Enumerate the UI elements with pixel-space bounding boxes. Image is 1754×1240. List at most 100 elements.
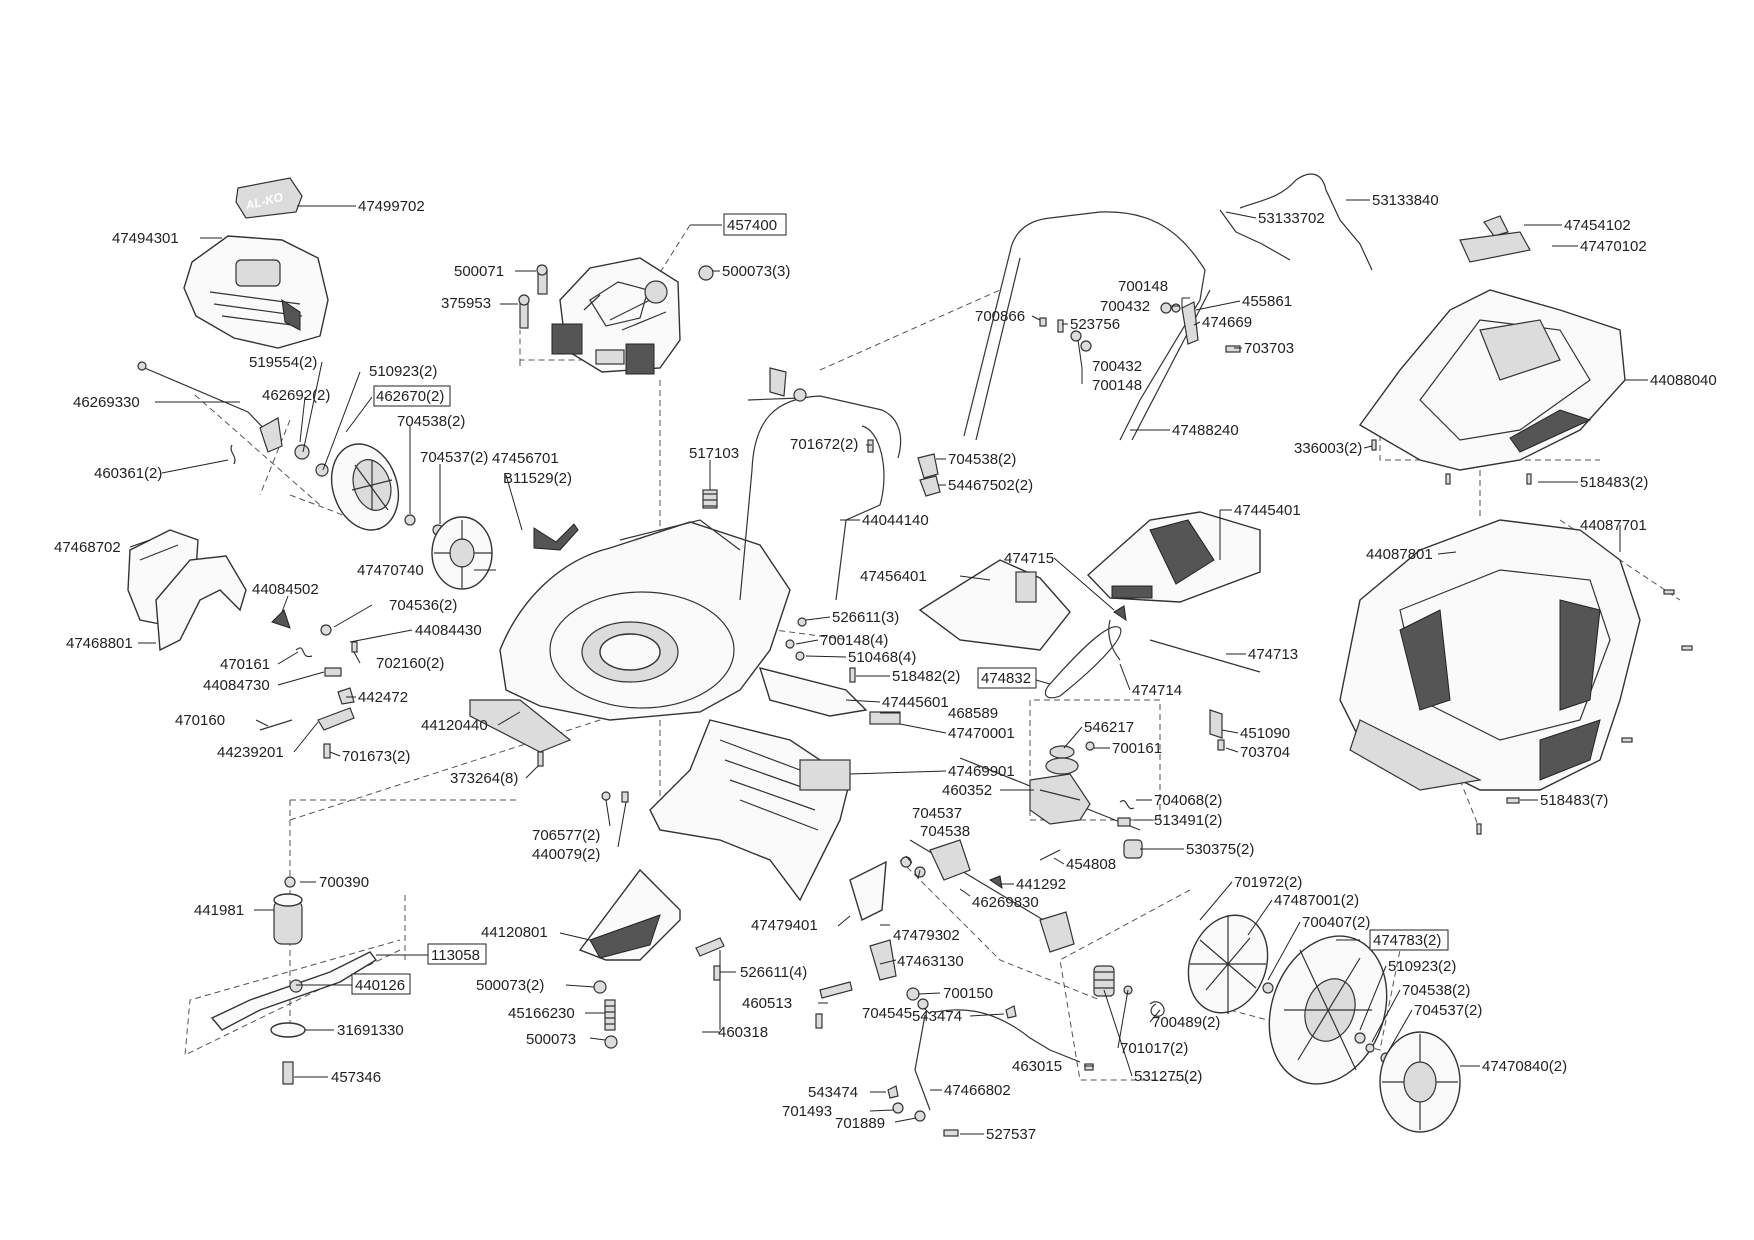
label-47479302: 47479302: [893, 927, 960, 944]
bearing-530375: [1123, 839, 1143, 859]
label-704536: 704536(2): [389, 597, 457, 614]
screw-706577: [601, 791, 611, 801]
screw-463015: [1084, 1063, 1094, 1071]
pin-702160: [351, 641, 358, 653]
label-47470001: 47470001: [948, 725, 1015, 742]
label-474713: 474713: [1248, 646, 1298, 663]
bolt-375953: [518, 294, 530, 329]
bracket-455861: [1181, 301, 1199, 345]
lever-47463130: [869, 939, 897, 981]
label-47479401: 47479401: [751, 917, 818, 934]
spring-474714: [1108, 619, 1121, 661]
label-470160: 470160: [175, 712, 225, 729]
label-474715: 474715: [1004, 550, 1054, 567]
bracket-451090: [1209, 709, 1223, 739]
label-474714: 474714: [1132, 682, 1182, 699]
screw-518483a: [1526, 473, 1532, 485]
label-462670: 462670(2): [376, 388, 444, 405]
screw-526611: [797, 617, 807, 627]
label-46269830: 46269830: [972, 894, 1039, 911]
nut-500073-2: [593, 980, 607, 994]
label-701672: 701672(2): [790, 436, 858, 453]
screw-catcher-side-b: [1681, 645, 1693, 651]
blade-adapter-441981: [273, 893, 303, 945]
label-457400: 457400: [727, 217, 777, 234]
label-704538-right: 704538(2): [1402, 982, 1470, 999]
label-113058: 113058: [431, 947, 480, 964]
label-527537: 527537: [986, 1126, 1036, 1143]
label-701972: 701972(2): [1234, 874, 1302, 891]
label-700432: 700432: [1100, 298, 1150, 315]
label-44087701: 44087701: [1580, 517, 1647, 534]
cover-47445401: [1086, 511, 1261, 603]
washer-701493: [892, 1102, 904, 1114]
screw-526611-4: [713, 965, 721, 981]
label-47456701: 47456701: [492, 450, 559, 467]
label-441292: 441292: [1016, 876, 1066, 893]
label-54467502: 54467502(2): [948, 477, 1033, 494]
label-700432-lower: 700432: [1092, 358, 1142, 375]
boxed-callouts: [351, 213, 1449, 995]
label-518483-top: 518483(2): [1580, 474, 1648, 491]
panel-47456401: [918, 559, 1071, 651]
label-700148-lower: 700148: [1092, 377, 1142, 394]
screw-catcher-side-c: [1621, 737, 1633, 743]
washer-704538a: [404, 514, 416, 526]
label-47494301: 47494301: [112, 230, 179, 247]
rear-axle-46269830: [909, 839, 1075, 953]
label-44087801: 44087801: [1366, 546, 1433, 563]
label-500071: 500071: [454, 263, 504, 280]
clip-704536: [320, 624, 332, 636]
label-375953: 375953: [441, 295, 491, 312]
label-442472: 442472: [358, 689, 408, 706]
clip-441292: [988, 875, 1003, 890]
nut-500073: [698, 265, 714, 281]
label-500073: 500073: [526, 1031, 576, 1048]
washer-704537b: [900, 856, 912, 868]
screw-701673: [323, 743, 331, 759]
label-44239201: 44239201: [217, 744, 284, 761]
label-700407: 700407(2): [1302, 914, 1370, 931]
pin-454808: [1039, 849, 1061, 861]
label-704545: 704545: [862, 1005, 912, 1022]
control-bar-53133840: [1219, 173, 1373, 271]
clip-543474b: [887, 1085, 899, 1099]
label-47470840: 47470840(2): [1482, 1058, 1567, 1075]
screw-460513: [815, 1013, 823, 1029]
logo-badge-part: AL-KO: [235, 177, 303, 219]
engine-top-cover-part: [183, 235, 329, 349]
label-700161: 700161: [1112, 740, 1162, 757]
cap-47454102: [1483, 215, 1509, 237]
label-546217: 546217: [1084, 719, 1134, 736]
rod-460513: [819, 981, 853, 999]
label-513491: 513491(2): [1154, 812, 1222, 829]
label-460318: 460318: [718, 1024, 768, 1041]
latch-474715: [1113, 605, 1127, 622]
washer-700148: [785, 639, 795, 649]
plate-44239201: [317, 707, 355, 731]
label-454808: 454808: [1066, 856, 1116, 873]
nut-500073: [604, 1035, 618, 1049]
catcher-top-44088040: [1358, 289, 1626, 471]
spring-517103: [702, 489, 718, 509]
washer-31691330: [270, 1022, 306, 1038]
label-460352: 460352: [942, 782, 992, 799]
washer-700148: [1160, 302, 1172, 314]
nut-510923a: [315, 463, 329, 477]
washer-704538d: [1365, 1043, 1375, 1053]
label-703703: 703703: [1244, 340, 1294, 357]
label-31691330: 31691330: [337, 1022, 404, 1039]
label-704068: 704068(2): [1154, 792, 1222, 809]
label-701493: 701493: [782, 1103, 832, 1120]
label-47456401: 47456401: [860, 568, 927, 585]
label-47468801: 47468801: [66, 635, 133, 652]
label-47499702: 47499702: [358, 198, 425, 215]
label-44120801: 44120801: [481, 924, 548, 941]
label-704537-left: 704537(2): [420, 449, 488, 466]
rear-wheel-cover-701972: [1187, 914, 1269, 1014]
label-336003: 336003(2): [1294, 440, 1362, 457]
label-706577: 706577(2): [532, 827, 600, 844]
left-wheel-part: [330, 443, 400, 531]
pin-700866: [1039, 317, 1047, 327]
knob-704538b: [917, 453, 939, 479]
